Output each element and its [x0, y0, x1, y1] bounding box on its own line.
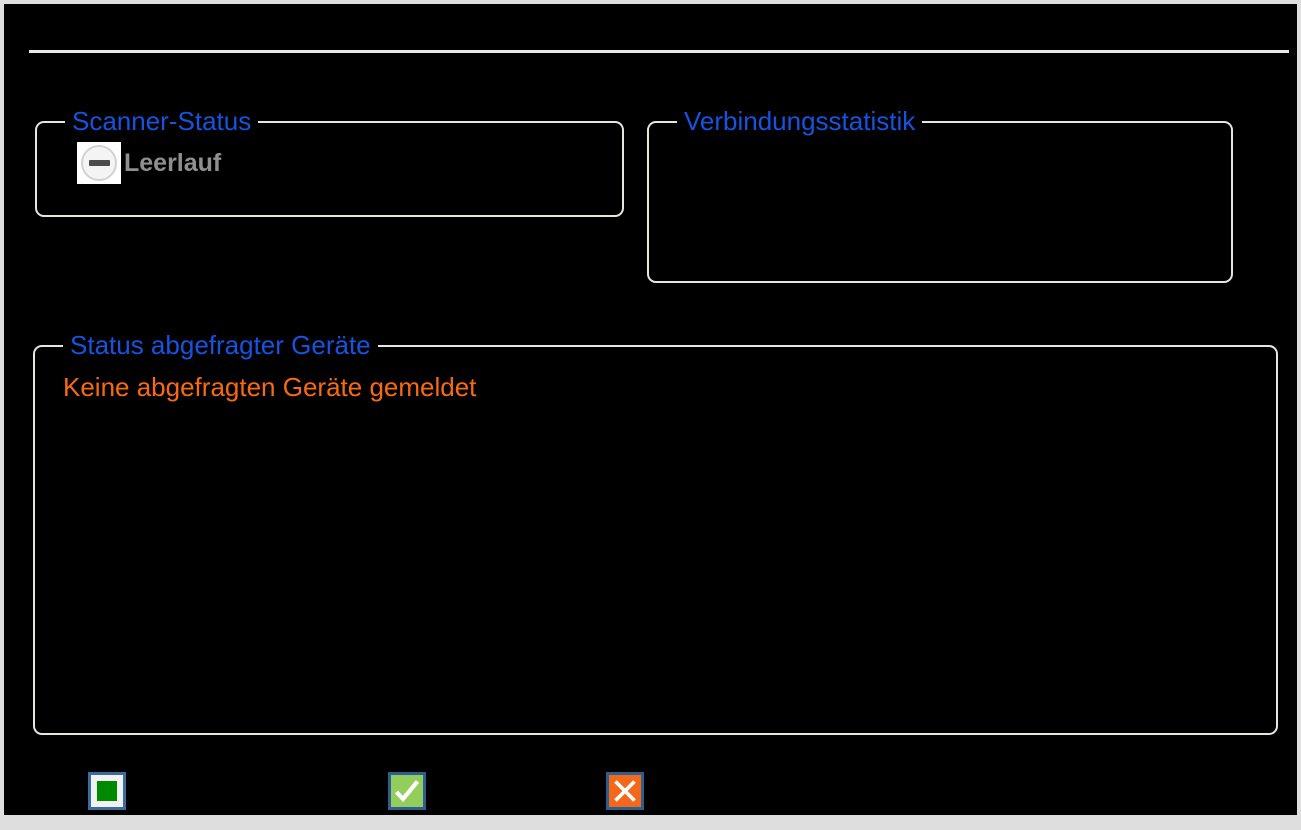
stop-button[interactable] — [88, 772, 126, 810]
green-check-icon — [388, 772, 426, 810]
content-canvas: Scanner-Status Leerlauf Verbindungsstati… — [4, 4, 1297, 815]
scanner-status-row: Leerlauf — [77, 142, 221, 184]
queried-devices-status-group-body: Keine abgefragten Geräte gemeldet — [35, 347, 1276, 733]
scanner-status-group-title: Scanner-Status — [65, 106, 259, 136]
scanner-status-group: Scanner-Status Leerlauf — [35, 106, 624, 217]
bottom-toolbar — [4, 764, 1297, 815]
scanner-status-label: Leerlauf — [124, 148, 222, 177]
queried-devices-status-group-title: Status abgefragter Geräte — [63, 330, 378, 360]
stop-square-glyph — [97, 781, 117, 801]
connection-statistics-group-title: Verbindungsstatistik — [677, 106, 923, 136]
connection-statistics-group: Verbindungsstatistik — [647, 106, 1233, 283]
queried-devices-status-group: Status abgefragter Geräte Keine abgefrag… — [33, 330, 1278, 735]
orange-cross-icon — [606, 772, 644, 810]
check-glyph — [394, 780, 420, 803]
minus-circle-dash — [88, 160, 110, 166]
cross-glyph — [614, 780, 636, 802]
connection-statistics-group-body — [649, 123, 1231, 281]
top-separator-rule — [29, 50, 1289, 53]
queried-devices-empty-message: Keine abgefragten Geräte gemeldet — [63, 372, 477, 402]
accept-button[interactable] — [388, 772, 426, 810]
scanner-status-group-body: Leerlauf — [37, 123, 622, 215]
minus-circle-disc — [81, 145, 117, 181]
reject-button[interactable] — [606, 772, 644, 810]
green-square-stop-icon — [88, 772, 126, 810]
minus-circle-icon — [77, 142, 121, 184]
